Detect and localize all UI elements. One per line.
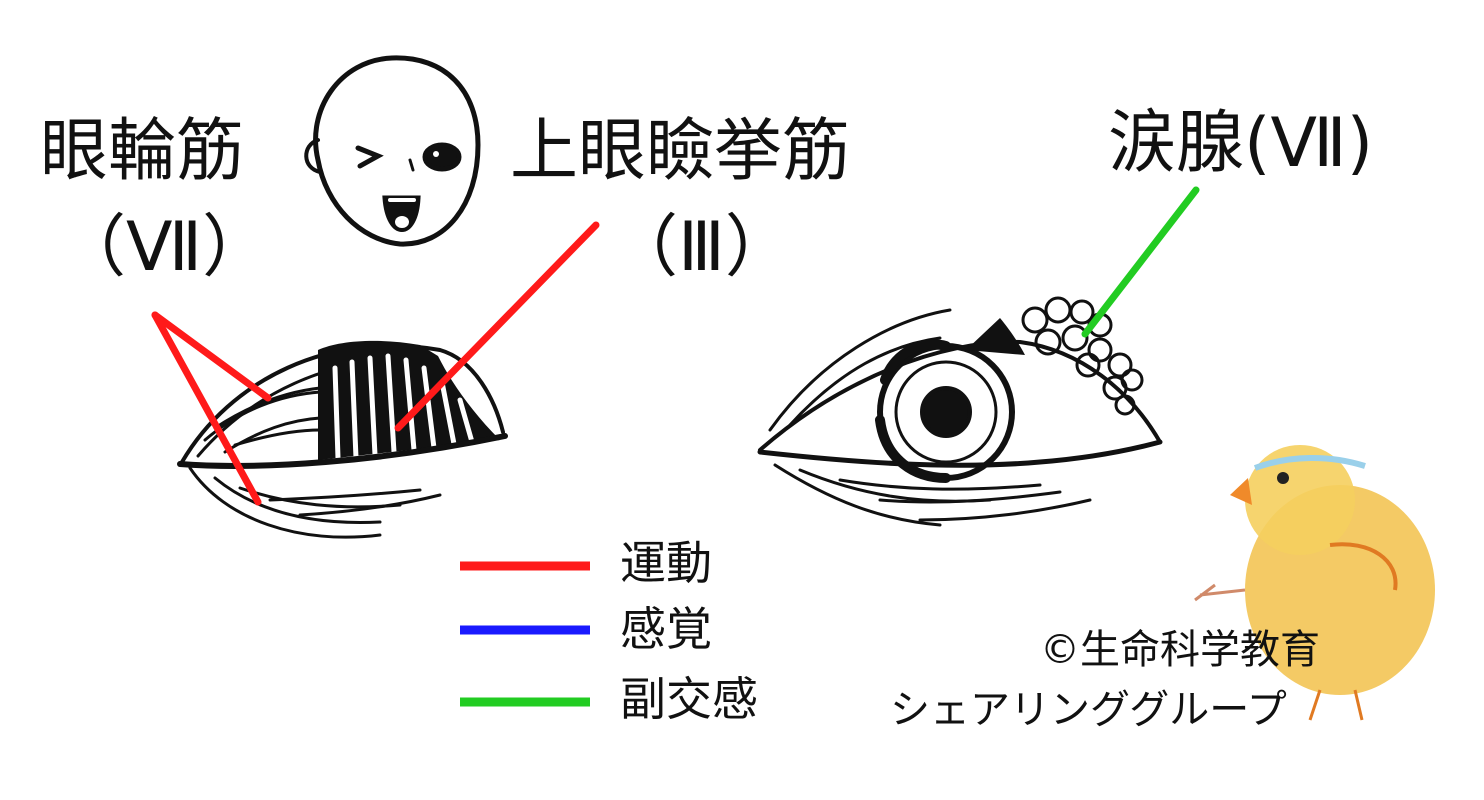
credit-line-1: ©生命科学教育: [1040, 627, 1320, 673]
legend-label-parasympathetic: 副交感: [620, 672, 758, 726]
orbicularis-pointer-lines: [151, 311, 272, 506]
winking-face-icon: [304, 55, 481, 247]
lacrimal-pointer-line: [1081, 186, 1200, 338]
credit-line-2: シェアリンググループ: [890, 687, 1287, 733]
levator-nerve-label: （Ⅲ）: [610, 208, 793, 287]
lacrimal-label: 涙腺(Ⅶ): [1108, 104, 1374, 183]
legend-label-sensory: 感覚: [620, 602, 712, 656]
orbicularis-label: 眼輪筋: [40, 112, 245, 191]
chick-mascot-icon: [1194, 445, 1435, 721]
legend-label-motor: 運動: [620, 536, 712, 590]
open-eye-icon: [757, 296, 1163, 527]
levator-pointer-line: [394, 221, 600, 432]
levator-label: 上眼瞼挙筋: [510, 112, 851, 191]
orbicularis-nerve-label: （Ⅶ）: [58, 208, 271, 287]
lacrimal-gland-icon: [1021, 296, 1144, 416]
